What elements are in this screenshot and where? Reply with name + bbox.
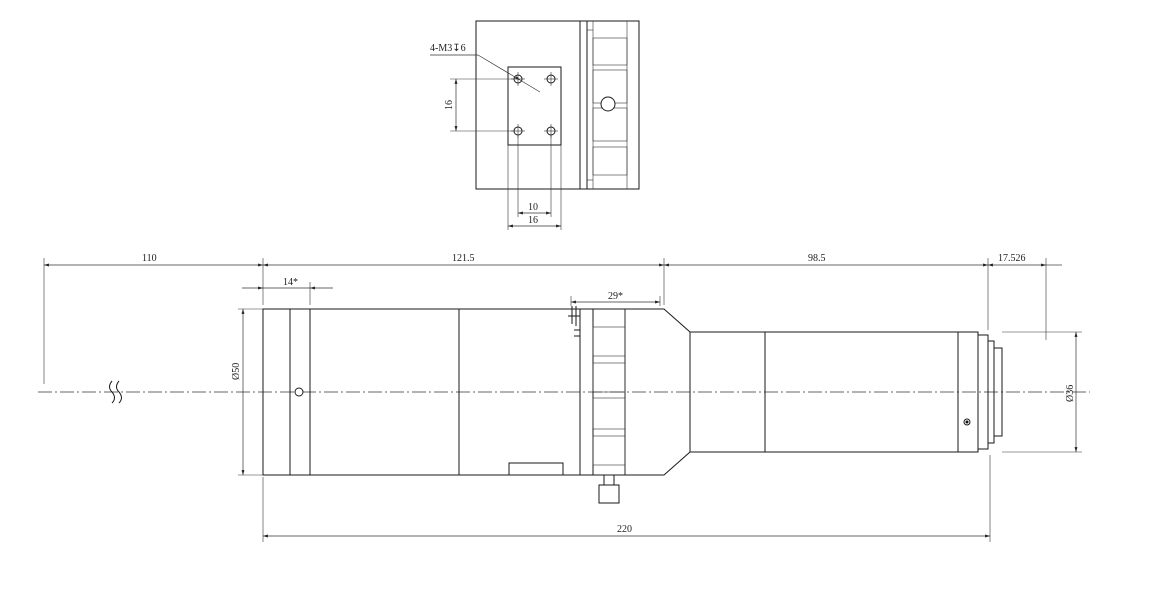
knurl-width-dimension: 29* [570, 291, 661, 306]
top-horizontal-dimensions: 10 16 [507, 135, 562, 230]
dim-total-length-label: 220 [617, 524, 632, 535]
side-view: 110 121.5 98.5 17.526 14* 29* Ø50 [38, 253, 1090, 542]
scale-ticks [568, 306, 580, 337]
dim-ring-width-label: 14* [283, 277, 298, 288]
total-length-dimension: 220 [262, 455, 991, 542]
focus-ring [579, 308, 626, 476]
front-diameter-dimension: Ø50 [231, 308, 263, 476]
top-view: 4-M3↧6 16 10 16 [430, 20, 640, 230]
mounting-plate [507, 66, 562, 146]
top-center-hole [600, 96, 616, 112]
rear-barrel [625, 308, 1003, 476]
rear-diameter-dimension: Ø36 [1002, 331, 1082, 453]
dim-vertical-label: 16 [444, 100, 455, 110]
dim-front-diameter-label: Ø50 [231, 363, 242, 380]
dim-rear-diameter-label: Ø36 [1065, 385, 1076, 402]
dim-mount-label: 17.526 [998, 253, 1026, 264]
lock-knob [598, 474, 620, 504]
dim-front-offset-label: 110 [142, 253, 157, 264]
dim-knurl-width-label: 29* [608, 291, 623, 302]
top-vertical-dimension: 16 [444, 78, 514, 132]
dim-body-rear-label: 98.5 [808, 253, 826, 264]
dim-outer-width-label: 16 [528, 215, 538, 226]
dim-inner-width-label: 10 [528, 202, 538, 213]
hole-callout-label: 4-M3↧6 [430, 43, 466, 54]
break-symbol [109, 380, 122, 404]
hole-callout: 4-M3↧6 [430, 43, 541, 93]
dim-body-front-label: 121.5 [452, 253, 475, 264]
ring-width-dimension: 14* [242, 277, 333, 305]
top-dimension-chain: 110 121.5 98.5 17.526 [43, 253, 1062, 384]
